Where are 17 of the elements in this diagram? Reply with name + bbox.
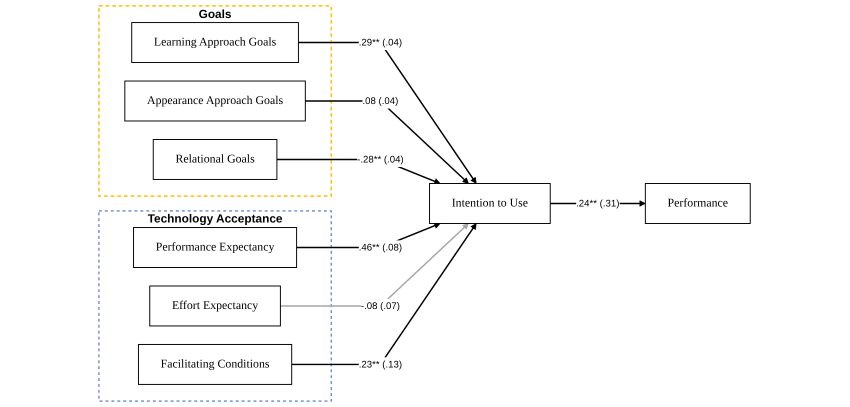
node-box: Performance [645, 183, 752, 224]
edge-label: .29** (.04) [359, 36, 402, 48]
node-box: Intention to Use [429, 183, 552, 224]
arrow [306, 100, 470, 184]
edge-label: .24** (.31) [576, 198, 620, 209]
node-box: Learning Approach Goals [132, 22, 300, 63]
edge-label: .46** (.08) [359, 242, 402, 253]
node-box: Relational Goals [153, 139, 278, 180]
node-box: Facilitating Conditions [138, 344, 293, 385]
edge-label: .23** (.13) [359, 358, 402, 370]
node-box: Performance Expectancy [133, 227, 298, 268]
node-box: Appearance Approach Goals [124, 80, 306, 122]
arrow [298, 42, 477, 184]
edge-label: -.08 (.07) [361, 300, 400, 312]
node-box: Effort Expectancy [150, 286, 282, 326]
edge-label: -.28** (.04) [358, 154, 404, 165]
edge-label: .08 (.04) [362, 95, 399, 106]
